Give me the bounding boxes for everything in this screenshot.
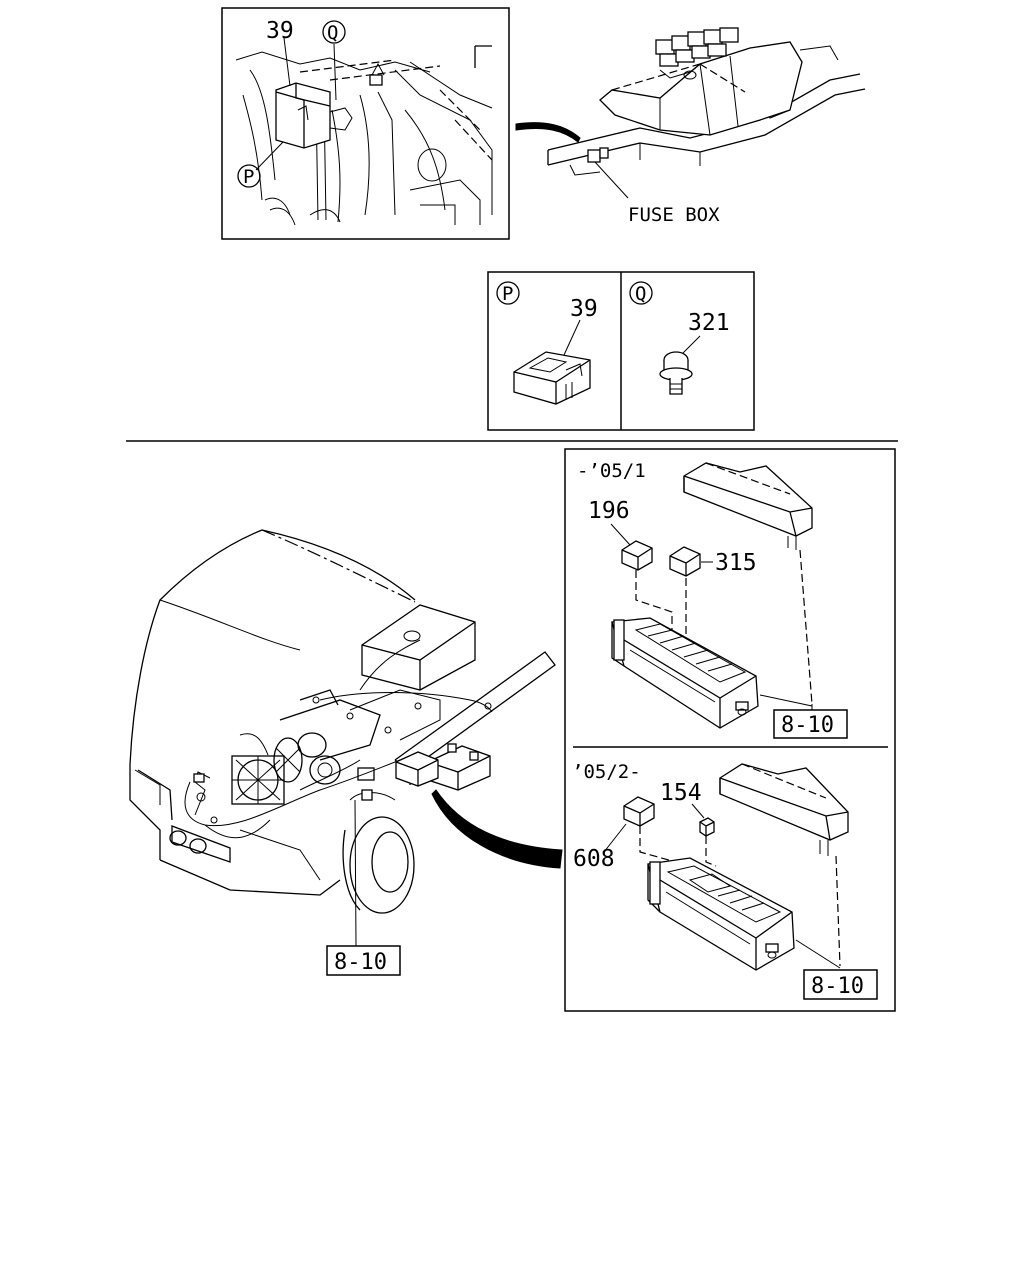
part-608-label: 608 [573,846,615,872]
detail-q-part-label: 321 [688,310,730,336]
part-154-label: 154 [660,780,702,806]
ref-vehicle-label: 8-10 [334,950,387,975]
fuse-box-variants: -’05/1 196 315 [564,448,896,1012]
detail-boxes: P 39 Q 321 [487,271,755,431]
detail-p-letter: P [502,283,513,305]
fuse-box-label: FUSE BOX [628,204,720,226]
part-196-label: 196 [588,498,630,524]
callout-q-letter: Q [327,22,338,44]
callout-p-letter: P [243,166,254,188]
detail-q-letter: Q [635,283,646,305]
ref-upper-label: 8-10 [781,713,834,738]
vehicle-illustration [129,529,563,947]
ref-vehicle: 8-10 [326,945,401,976]
upper-variant-label: -’05/1 [577,460,646,482]
ref-lower-label: 8-10 [811,974,864,999]
detail-p-part-label: 39 [570,296,598,322]
upper-variant: -’05/1 196 315 [577,460,848,739]
engine-bay-inset: 39 Q P [221,7,510,240]
relay-39-detail [513,351,591,405]
part-39-label: 39 [266,18,294,44]
clip-321-detail [659,351,693,395]
lower-variant: ’05/2- 608 154 [572,761,878,1000]
part-315-label: 315 [715,550,757,576]
fuse-box-on-frame: FUSE BOX [515,27,866,226]
lower-variant-label: ’05/2- [572,761,641,783]
